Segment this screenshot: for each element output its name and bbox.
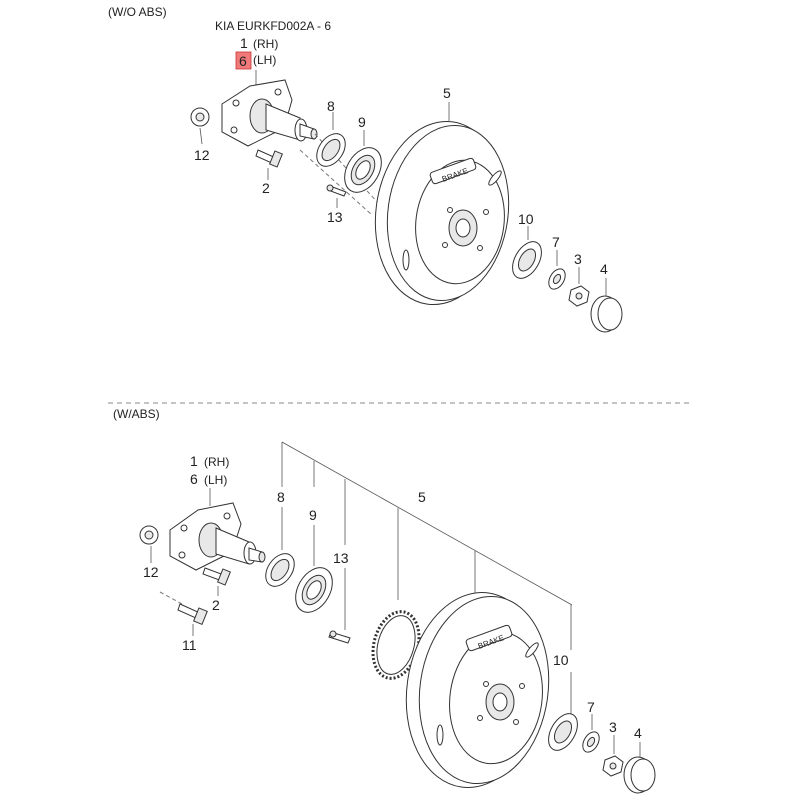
- top-part-10-bearing[interactable]: [507, 237, 548, 284]
- top-callout-8[interactable]: 8: [327, 98, 335, 114]
- bottom-part-2-bolt[interactable]: [202, 567, 231, 586]
- top-part-5-brake-drum[interactable]: BRAKE: [364, 113, 520, 313]
- top-callout-9[interactable]: 9: [358, 114, 366, 130]
- top-part-8-oil-seal[interactable]: [311, 128, 351, 171]
- bottom-part-10-bearing[interactable]: [543, 709, 584, 756]
- top-part-12-nut[interactable]: [190, 107, 210, 127]
- bottom-callout-3[interactable]: 3: [609, 719, 617, 735]
- bottom-spindle-hub[interactable]: [169, 502, 266, 571]
- bottom-part-12-nut[interactable]: [139, 525, 159, 545]
- top-part-7-washer[interactable]: [545, 266, 568, 292]
- top-highlight-box: [235, 51, 252, 70]
- bottom-callout-4[interactable]: 4: [634, 725, 642, 741]
- section-title-without-abs: (W/O ABS): [108, 5, 167, 19]
- top-callout-3[interactable]: 3: [574, 251, 582, 267]
- top-callout-4[interactable]: 4: [600, 261, 608, 277]
- bottom-callout-2[interactable]: 2: [212, 597, 220, 613]
- bottom-part-4-cap[interactable]: [623, 756, 656, 794]
- bottom-callout-11[interactable]: 11: [182, 637, 197, 653]
- bottom-part-8-oil-seal[interactable]: [260, 548, 300, 591]
- top-callout-10[interactable]: 10: [518, 211, 534, 227]
- bottom-part-13-bolt[interactable]: [328, 630, 351, 644]
- bottom-callout-9[interactable]: 9: [309, 507, 317, 523]
- top-label-1[interactable]: 1: [240, 35, 248, 51]
- top-callout-2[interactable]: 2: [262, 180, 270, 196]
- bottom-label-6[interactable]: 6: [190, 471, 198, 487]
- bottom-part-5-brake-drum[interactable]: BRAKE: [394, 583, 560, 796]
- bottom-part-9-bearing[interactable]: [288, 561, 340, 619]
- top-label-rh: (RH): [253, 37, 278, 51]
- top-callout-12[interactable]: 12: [194, 147, 210, 163]
- bottom-callout-8[interactable]: 8: [277, 489, 285, 505]
- top-part-3-nut[interactable]: [568, 285, 590, 307]
- top-spindle-hub[interactable]: [221, 79, 318, 147]
- bottom-callout-5[interactable]: 5: [418, 489, 426, 505]
- catalog-code: KIA EURKFD002A - 6: [215, 19, 331, 33]
- bottom-diagram: 1 (RH) 6 (LH): [139, 441, 656, 796]
- top-part-2-bolt[interactable]: [255, 149, 283, 168]
- top-part-9-bearing[interactable]: [337, 141, 389, 199]
- top-callout-13[interactable]: 13: [327, 209, 343, 225]
- bottom-callout-12[interactable]: 12: [143, 564, 159, 580]
- top-part-4-cap[interactable]: [590, 295, 623, 333]
- bottom-part-11-bolt[interactable]: [177, 603, 208, 626]
- top-part-13-bolt[interactable]: [326, 184, 347, 197]
- top-callout-5[interactable]: 5: [443, 85, 451, 101]
- top-callout-7[interactable]: 7: [552, 234, 560, 250]
- bottom-label-lh: (LH): [204, 473, 227, 487]
- bottom-callout-10[interactable]: 10: [553, 652, 569, 668]
- bottom-label-rh: (RH): [204, 455, 229, 469]
- section-title-with-abs: (W/ABS): [113, 407, 160, 421]
- top-label-lh: (LH): [253, 53, 276, 67]
- bottom-callout-13[interactable]: 13: [333, 550, 349, 566]
- bottom-part-7-washer[interactable]: [579, 729, 602, 755]
- top-diagram: 1 (RH) 6 (LH) 12: [190, 35, 623, 333]
- bottom-part-3-nut[interactable]: [602, 755, 624, 777]
- bottom-callout-7[interactable]: 7: [587, 699, 595, 715]
- bottom-label-1[interactable]: 1: [190, 453, 198, 469]
- top-label-6[interactable]: 6: [239, 53, 247, 69]
